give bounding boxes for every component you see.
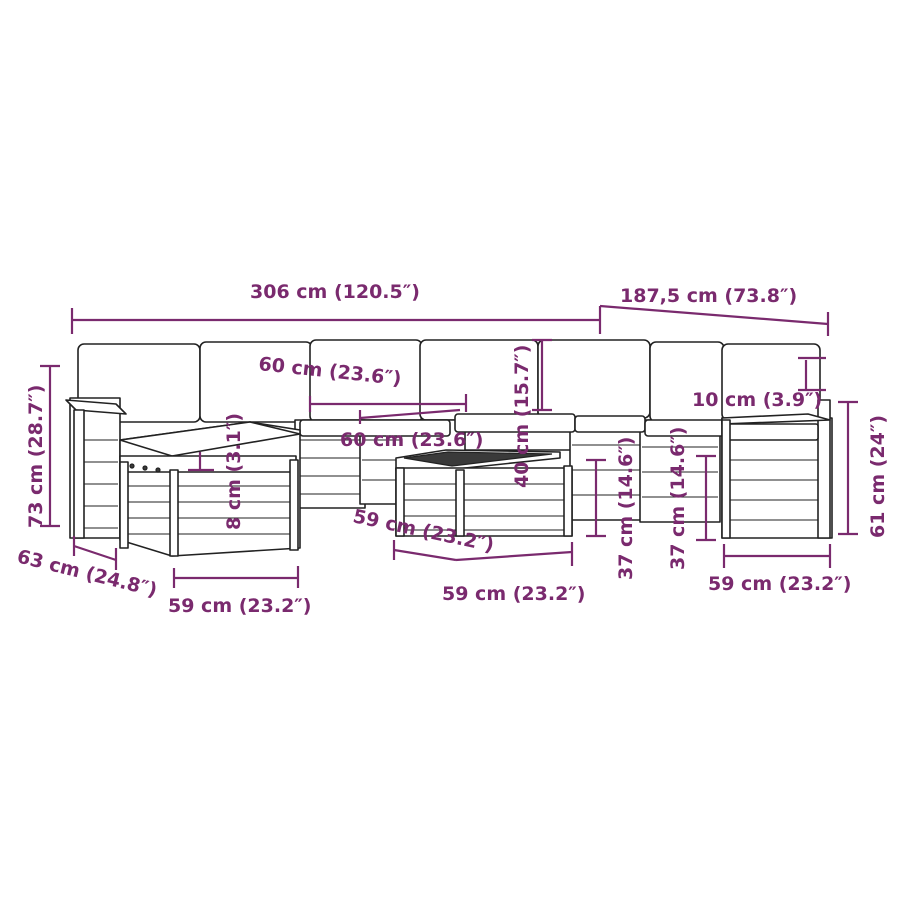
left-front-seat-module bbox=[119, 421, 301, 557]
right-corner-module bbox=[721, 399, 833, 539]
sofa-set-illustration bbox=[65, 339, 833, 557]
armrest-height-label: 61 cm (24″) bbox=[867, 415, 889, 538]
left-corner-module bbox=[65, 397, 127, 539]
seat-height-label: 37 cm (14.6″) bbox=[667, 427, 689, 570]
depth-label: 63 cm (24.8″) bbox=[15, 546, 160, 602]
table-height-label: 37 cm (14.6″) bbox=[615, 437, 637, 580]
back-seat-modules bbox=[294, 413, 726, 523]
table-width-label: 59 cm (23.2″) bbox=[442, 583, 585, 605]
side-width-label: 187,5 cm (73.8″) bbox=[620, 285, 797, 307]
overall-height-label: 73 cm (28.7″) bbox=[25, 385, 47, 528]
module-width-right-label: 59 cm (23.2″) bbox=[708, 573, 851, 595]
coffee-table bbox=[395, 449, 573, 537]
dimension-labels: 306 cm (120.5″) 187,5 cm (73.8″) 60 cm (… bbox=[15, 281, 889, 617]
seat-cushion-thickness-label: 8 cm (3.1″) bbox=[223, 413, 245, 530]
seat-width-label: 60 cm (23.6″) bbox=[340, 429, 483, 451]
back-cushion-height-label: 40 cm (15.7″) bbox=[511, 345, 533, 488]
total-width-label: 306 cm (120.5″) bbox=[250, 281, 420, 303]
dimension-lines bbox=[40, 304, 858, 588]
armrest-width-label: 10 cm (3.9″) bbox=[692, 389, 822, 411]
module-width-left-label: 59 cm (23.2″) bbox=[168, 595, 311, 617]
